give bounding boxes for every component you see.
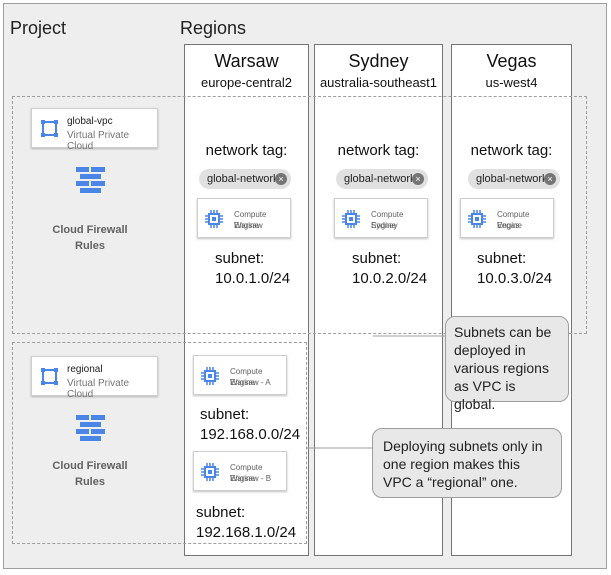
compute-engine-card[interactable]: Compute Engine Vegas: [460, 198, 554, 238]
subnet-value: 192.168.0.0/24: [200, 426, 301, 443]
compute-engine-location: Vegas: [497, 221, 520, 230]
vpc-name: global-vpc: [67, 116, 113, 127]
regional-callout: Deploying subnets only in one region mak…: [372, 428, 562, 498]
compute-engine-icon: [205, 210, 223, 228]
firewall-label-line1: Cloud Firewall: [52, 460, 128, 472]
subnet-label: subnet:: [477, 250, 527, 267]
network-tag-label: network tag:: [470, 142, 553, 159]
compute-engine-title: Compute Engine: [230, 463, 263, 483]
subnet-value: 10.0.3.0/24: [477, 270, 553, 287]
close-icon[interactable]: ×: [544, 173, 556, 185]
region-name: Warsaw: [214, 51, 279, 71]
subnet-label: subnet:: [215, 250, 265, 267]
subnet-value: 10.0.2.0/24: [352, 270, 428, 287]
regional-vpc-boundary: [12, 342, 307, 544]
network-tag-text: global-network: [476, 173, 548, 185]
compute-engine-title: Compute Engine: [234, 210, 267, 230]
compute-engine-card[interactable]: Compute Engine Warsaw - B: [193, 451, 287, 491]
network-tag-text: global-network: [207, 173, 279, 185]
subnet-value: 192.168.1.0/24: [196, 524, 297, 541]
region-code: australia-southeast1: [319, 75, 438, 90]
regions-title: Regions: [180, 18, 247, 38]
compute-engine-icon: [468, 210, 486, 228]
compute-engine-location: Warsaw - A: [230, 378, 271, 387]
compute-engine-location: Sydney: [371, 221, 398, 230]
network-tag-chip[interactable]: global-network ×: [468, 169, 560, 189]
compute-engine-title: Compute Engine: [371, 210, 404, 230]
vpc-type: Virtual Private Cloud: [67, 130, 130, 152]
compute-engine-icon: [201, 463, 219, 481]
compute-engine-card[interactable]: Compute Engine Warsaw - A: [193, 355, 287, 395]
firewall-label-line2: Rules: [75, 240, 105, 252]
compute-engine-location: Warsaw: [234, 221, 263, 230]
subnet-value: 10.0.1.0/24: [215, 270, 291, 287]
global-vpc-boundary: [12, 96, 587, 334]
network-tag-chip[interactable]: global-network ×: [199, 169, 291, 189]
global-vpc-card[interactable]: global-vpc Virtual Private Cloud: [31, 108, 158, 152]
region-code: us-west4: [485, 75, 538, 90]
region-code: europe-central2: [200, 75, 293, 90]
vpc-icon: [41, 120, 58, 137]
compute-engine-icon: [342, 210, 360, 228]
compute-engine-card[interactable]: Compute Engine Sydney: [334, 198, 428, 238]
project-title: Project: [10, 18, 67, 38]
subnet-label: subnet:: [196, 504, 246, 521]
close-icon[interactable]: ×: [275, 173, 287, 185]
network-tag-chip[interactable]: global-network ×: [336, 169, 428, 189]
vpc-name: regional: [67, 364, 103, 375]
firewall-icon: [76, 415, 105, 441]
network-tag-text: global-network: [344, 173, 416, 185]
firewall-label: Cloud Firewall Rules: [40, 458, 140, 490]
compute-engine-card[interactable]: Compute Engine Warsaw: [197, 198, 291, 238]
global-callout: Subnets can be deployed in various regio…: [445, 316, 569, 412]
compute-engine-location: Warsaw - B: [230, 474, 272, 483]
vpc-type: Virtual Private Cloud: [67, 378, 130, 400]
firewall-icon: [76, 167, 105, 193]
subnet-label: subnet:: [352, 250, 402, 267]
firewall-label-line1: Cloud Firewall: [52, 224, 128, 236]
compute-engine-icon: [201, 367, 219, 385]
regional-vpc-card[interactable]: regional Virtual Private Cloud: [31, 356, 158, 400]
close-icon[interactable]: ×: [412, 173, 424, 185]
subnet-label: subnet:: [200, 406, 250, 423]
firewall-label-line2: Rules: [75, 476, 105, 488]
network-tag-label: network tag:: [337, 142, 420, 159]
region-name: Vegas: [486, 51, 537, 71]
network-tag-label: network tag:: [205, 142, 288, 159]
firewall-label: Cloud Firewall Rules: [40, 222, 140, 254]
vpc-icon: [41, 368, 58, 385]
compute-engine-title: Compute Engine: [230, 367, 263, 387]
region-name: Sydney: [348, 51, 409, 71]
compute-engine-title: Compute Engine: [497, 210, 530, 230]
